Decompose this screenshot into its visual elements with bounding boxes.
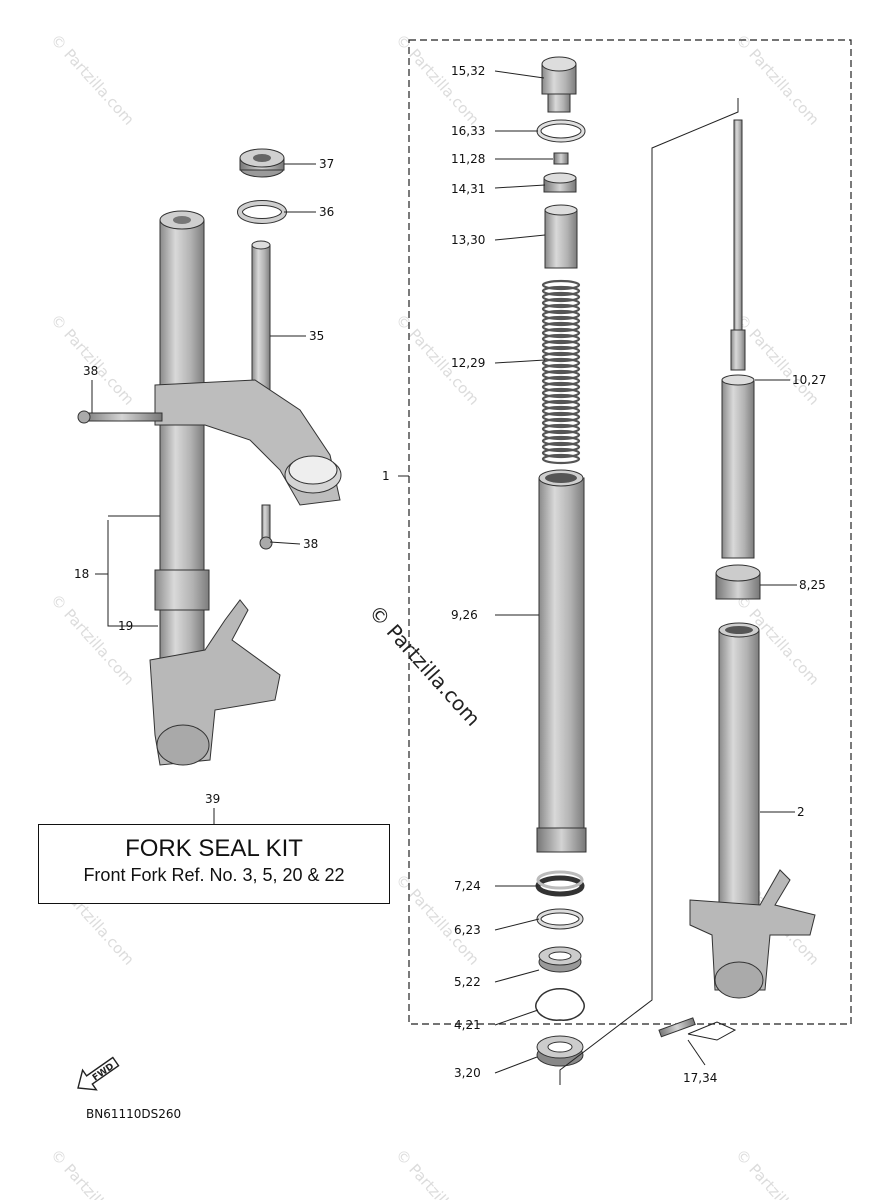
callout-6-23: 6,23 [454,923,481,937]
leader-lines-center [398,70,553,1074]
steering-stem-part [251,240,271,426]
fork-seal-kit-box: FORK SEAL KIT Front Fork Ref. No. 3, 5, … [38,824,390,904]
spring-coil [541,339,581,351]
spring-coil [541,387,581,399]
spring-coil [541,345,581,357]
callout-5-22: 5,22 [454,975,481,989]
callout-16-33: 16,33 [451,124,485,138]
inner-tube-part [689,622,816,999]
assembly-frame [408,39,852,1025]
assembly-bracket-line [559,98,739,1085]
callout-19: 19 [118,619,133,633]
callout-1: 1 [382,469,390,483]
watermark-text: © Partzilla.com [47,31,138,129]
spring-coil [541,447,581,459]
steering-nut-part [239,148,285,178]
fork-spring-part [541,279,581,465]
spring-coil [541,363,581,375]
slide-bushing-part [715,564,761,600]
callout-10-27: 10,27 [792,373,826,387]
watermark-text: © Partzilla.com [392,1146,483,1200]
callout-18: 18 [74,567,89,581]
callout-9-26: 9,26 [451,608,478,622]
outer-tube-part [536,469,587,853]
spring-coil [541,375,581,387]
callout-39: 39 [205,792,220,806]
stopper-ring-part [535,870,585,897]
spring-coil [541,405,581,417]
spring-coil [541,453,581,465]
bolt-part [77,410,163,424]
spring-coil [541,291,581,303]
kit-subtitle: Front Fork Ref. No. 3, 5, 20 & 22 [83,865,345,885]
spring-coil [541,369,581,381]
watermark-text: © Partzilla.com [47,591,138,689]
spring-coil [541,441,581,453]
callout-38-bottom: 38 [303,537,318,551]
callout-12-29: 12,29 [451,356,485,370]
axle-bolt-part [658,1017,696,1038]
callout-labels: 15,32 16,33 11,28 14,31 13,30 12,29 1 9,… [74,64,826,1085]
callout-37: 37 [319,157,334,171]
o-ring-part [536,119,586,143]
damper-rod-part [730,119,746,371]
spring-coil [541,429,581,441]
bolt-part [259,504,273,550]
spring-coil [541,327,581,339]
callout-17-34: 17,34 [683,1071,717,1085]
callout-38-top: 38 [83,364,98,378]
spring-seat-part [544,204,578,269]
dust-seal-clip-part [535,988,585,1021]
spring-coil [541,285,581,297]
washer-part [536,908,584,930]
callout-7-24: 7,24 [454,879,481,893]
spring-coil [541,303,581,315]
spring-coil [541,351,581,363]
spring-coil [541,417,581,429]
callout-14-31: 14,31 [451,182,485,196]
watermark-text: © Partzilla.com [732,1146,823,1200]
leader-lines-left [91,163,316,824]
spring-coil [541,297,581,309]
spring-coil [541,411,581,423]
spring-coil [541,381,581,393]
callout-3-20: 3,20 [454,1066,481,1080]
spring-coil [541,435,581,447]
spring-coil [541,333,581,345]
spacer-part [543,172,577,193]
under-bracket [154,379,342,506]
kit-title: FORK SEAL KIT [125,835,303,862]
callout-15-32: 15,32 [451,64,485,78]
callout-4-21: 4,21 [454,1018,481,1032]
washer-part [237,200,287,224]
callout-13-30: 13,30 [451,233,485,247]
spring-coil [541,309,581,321]
spring-coil [541,399,581,411]
watermark-text: © Partzilla.com [47,1146,138,1200]
oil-seal-part [538,946,582,973]
dust-seal-part [536,1035,584,1067]
spring-coil [541,423,581,435]
spring-coil [541,393,581,405]
fork-cap-bolt-part [541,56,577,113]
callout-35: 35 [309,329,324,343]
nut-part [553,152,569,165]
callout-8-25: 8,25 [799,578,826,592]
fwd-arrow-icon: FWD [77,1056,120,1091]
spring-coil [541,357,581,369]
callout-2: 2 [797,805,805,819]
callout-36: 36 [319,205,334,219]
leader-lines-right [687,379,797,1066]
callout-11-28: 11,28 [451,152,485,166]
drawing-code: BN61110DS260 [86,1107,182,1121]
spring-coil [541,321,581,333]
watermark-text: © Partzilla.com [392,31,483,129]
spring-coil [541,315,581,327]
watermark-text: © Partzilla.com [732,31,823,129]
spring-coil [541,279,581,291]
cartridge-part [721,374,755,559]
